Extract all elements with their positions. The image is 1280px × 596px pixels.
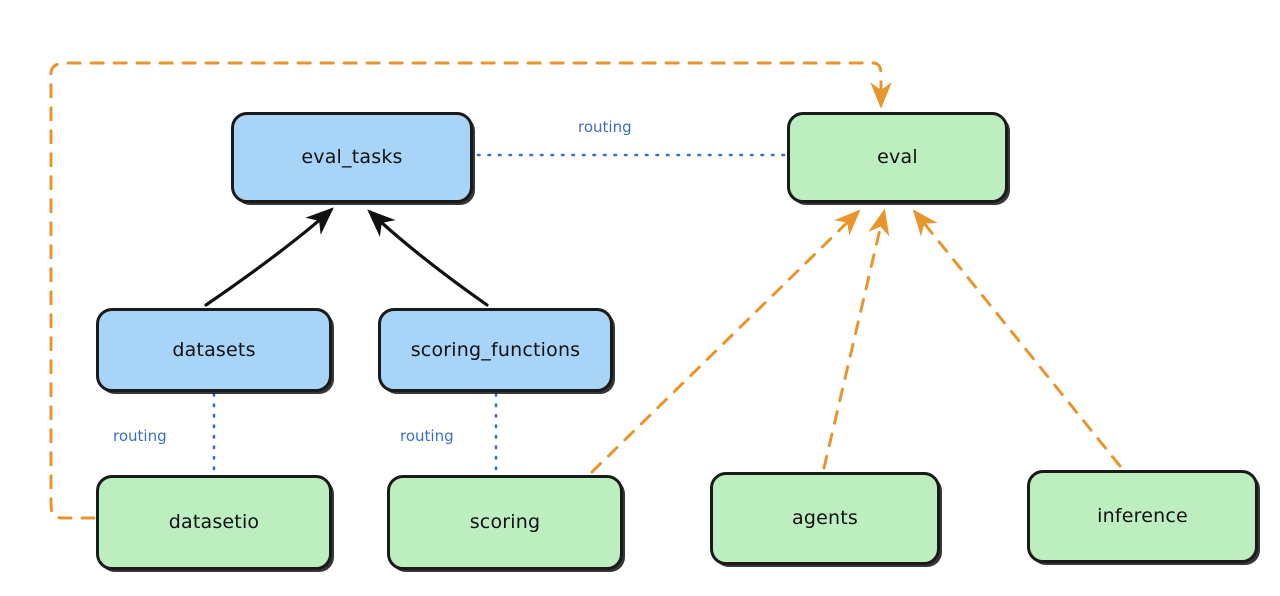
edge-scoring_functions-to-eval_tasks [367,209,489,307]
edge-agents-to-eval [822,208,890,470]
node-label: datasets [172,338,256,361]
node-inference[interactable]: inference [1027,470,1258,563]
edge-label-routing-eval: routing [578,118,632,136]
edge-label-routing-scoring: routing [400,427,454,445]
edge-label-routing-datasets: routing [113,427,167,445]
node-agents[interactable]: agents [710,472,940,565]
node-datasetio[interactable]: datasetio [96,475,332,570]
node-eval[interactable]: eval [787,112,1008,203]
node-scoring[interactable]: scoring [387,475,623,570]
node-label: agents [792,507,858,529]
edge-datasetio-to-eval [49,61,892,520]
node-label: inference [1097,505,1188,527]
edge-inference-to-eval [912,209,1122,468]
node-label: scoring [469,511,541,533]
node-label: scoring_functions [410,338,581,361]
node-label: datasetio [168,511,260,533]
node-label: eval [877,146,918,168]
edge-scoring-to-eval [590,209,861,474]
node-scoring-functions[interactable]: scoring_functions [378,308,613,392]
edge-datasets-to-eval_tasks [204,207,334,307]
node-datasets[interactable]: datasets [96,308,332,392]
node-label: eval_tasks [301,146,403,168]
node-eval-tasks[interactable]: eval_tasks [231,112,473,203]
